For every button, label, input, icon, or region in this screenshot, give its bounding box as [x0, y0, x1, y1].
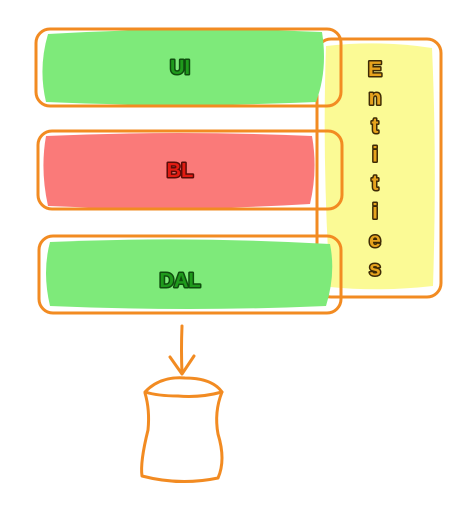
layer-ui-fill [42, 29, 324, 105]
entities-highlight [324, 43, 435, 290]
layer-ui-outline [34, 27, 343, 108]
layer-dal-fill [46, 239, 333, 309]
database-jar-icon [140, 376, 224, 484]
entities-letter: s [369, 258, 381, 281]
entities-letter: e [369, 229, 381, 252]
entities-letter: i [372, 201, 378, 224]
entities-letter: E [368, 58, 382, 81]
entities-letter: t [372, 172, 379, 195]
layer-ui-label: UI [170, 57, 190, 79]
layer-dal-label: DAL [159, 270, 200, 292]
entities-panel [315, 37, 443, 299]
entities-letter: n [369, 87, 382, 110]
entities-letter: t [372, 115, 379, 138]
entities-letter: i [372, 144, 378, 167]
layer-bl-label: BL [167, 160, 194, 182]
layer-ui: UI [34, 27, 343, 108]
arrow-down-icon [168, 324, 196, 376]
entities-outline [315, 37, 443, 299]
layer-dal: DAL [37, 234, 343, 315]
layer-bl: BL [36, 129, 344, 211]
layer-dal-outline [37, 234, 343, 315]
layer-bl-fill [43, 133, 315, 209]
layer-bl-outline [36, 129, 344, 211]
